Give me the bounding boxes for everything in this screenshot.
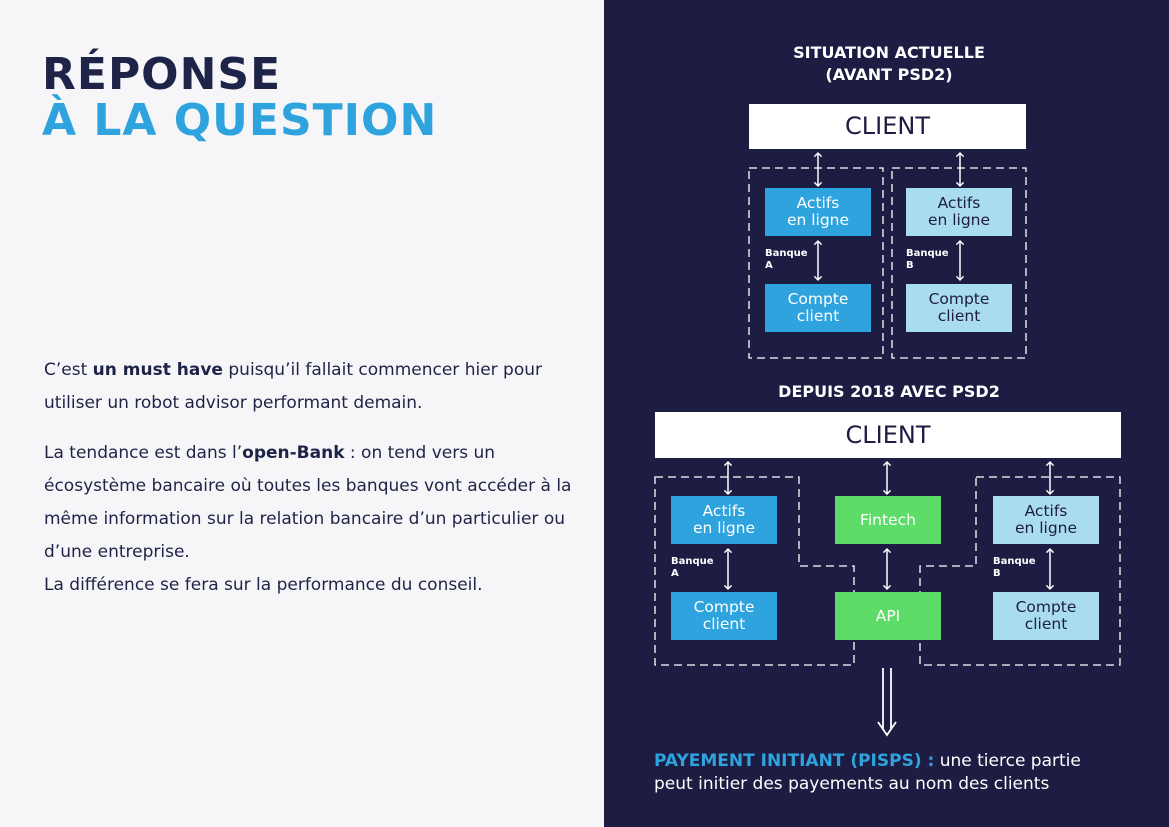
para1-text-c: puisqu’il fallait commencer hier pour ut… (44, 360, 543, 413)
page-title: RÉPONSE À LA QUESTION (42, 52, 437, 144)
para2-text-d: La différence se fera sur la performance… (44, 575, 483, 595)
para1-bold: un must have (92, 360, 223, 380)
footer-line1: une tierce partie (934, 751, 1081, 771)
diagram2-heading: DEPUIS 2018 AVEC PSD2 (778, 382, 1000, 401)
diagram1-heading: SITUATION ACTUELLE (AVANT PSD2) (793, 43, 985, 84)
double-arrow-down-icon (877, 668, 897, 737)
footer-text: PAYEMENT INITIANT (PISPS) : une tierce p… (654, 750, 1154, 796)
para2-text-c: : on tend vers un écosystème bancaire où… (44, 443, 572, 562)
paragraph-1: C’est un must have puisqu’il fallait com… (44, 354, 584, 420)
para1-text-a: C’est (44, 360, 93, 380)
footer-highlight: PAYEMENT INITIANT (PISPS) : (654, 751, 935, 771)
diagram-lines (654, 151, 1121, 737)
diagram-panel: SITUATION ACTUELLE (AVANT PSD2) CLIENT A… (604, 0, 1169, 827)
fintech-box: Fintech (835, 496, 941, 544)
bank-b-frame-2 (919, 476, 1121, 666)
client-box-1: CLIENT (749, 104, 1026, 149)
title-line2: À LA QUESTION (42, 95, 438, 146)
para2-text-a: La tendance est dans l’ (44, 443, 243, 463)
paragraph-2: La tendance est dans l’open-Bank : on te… (44, 437, 584, 602)
title-line1: RÉPONSE (42, 49, 282, 100)
bank-a-frame-2 (654, 476, 855, 666)
footer-line2: peut initier des payements au nom des cl… (654, 774, 1050, 794)
para2-bold: open-Bank (242, 443, 345, 463)
client-box-2: CLIENT (655, 412, 1121, 458)
left-panel: RÉPONSE À LA QUESTION C’est un must have… (42, 51, 584, 602)
api-box: API (835, 592, 941, 640)
